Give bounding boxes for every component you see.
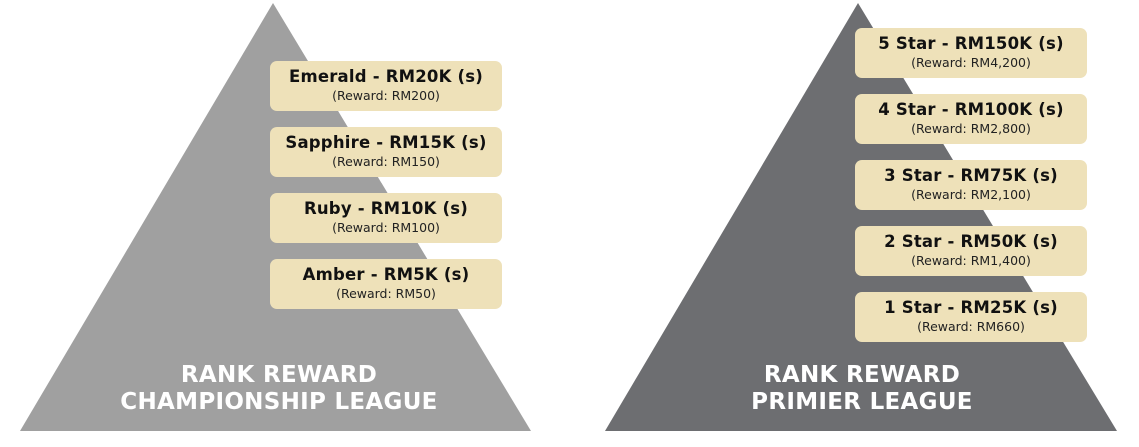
tier-sapphire: Sapphire - RM15K (s) (Reward: RM150) — [270, 127, 502, 177]
tier-4-star: 4 Star - RM100K (s) (Reward: RM2,800) — [855, 94, 1087, 144]
tier-reward: (Reward: RM150) — [332, 154, 440, 169]
tier-label: 4 Star - RM100K (s) — [878, 100, 1064, 119]
tier-reward: (Reward: RM200) — [332, 88, 440, 103]
tier-reward: (Reward: RM50) — [336, 286, 436, 301]
tier-label: Ruby - RM10K (s) — [303, 199, 469, 218]
tier-label: 2 Star - RM50K (s) — [884, 232, 1058, 251]
tier-reward: (Reward: RM100) — [332, 220, 440, 235]
tier-amber: Amber - RM5K (s) (Reward: RM50) — [270, 259, 502, 309]
tier-reward: (Reward: RM4,200) — [911, 55, 1031, 70]
championship-title: RANK REWARD CHAMPIONSHIP LEAGUE — [69, 362, 489, 416]
title-line2: PRIMIER LEAGUE — [751, 389, 973, 415]
tier-label: 3 Star - RM75K (s) — [884, 166, 1058, 185]
title-line2: CHAMPIONSHIP LEAGUE — [120, 389, 438, 415]
tier-label: 1 Star - RM25K (s) — [884, 298, 1058, 317]
tier-label: Emerald - RM20K (s) — [288, 67, 484, 86]
tier-ruby: Ruby - RM10K (s) (Reward: RM100) — [270, 193, 502, 243]
tier-3-star: 3 Star - RM75K (s) (Reward: RM2,100) — [855, 160, 1087, 210]
title-line1: RANK REWARD — [180, 362, 378, 388]
tier-2-star: 2 Star - RM50K (s) (Reward: RM1,400) — [855, 226, 1087, 276]
tier-emerald: Emerald - RM20K (s) (Reward: RM200) — [270, 61, 502, 111]
tier-reward: (Reward: RM1,400) — [911, 253, 1031, 268]
primier-title: RANK REWARD PRIMIER LEAGUE — [652, 362, 1072, 416]
tier-reward: (Reward: RM660) — [917, 319, 1025, 334]
tier-1-star: 1 Star - RM25K (s) (Reward: RM660) — [855, 292, 1087, 342]
tier-label: Amber - RM5K (s) — [302, 265, 470, 284]
tier-label: 5 Star - RM150K (s) — [878, 34, 1064, 53]
tier-5-star: 5 Star - RM150K (s) (Reward: RM4,200) — [855, 28, 1087, 78]
tier-reward: (Reward: RM2,800) — [911, 121, 1031, 136]
tier-reward: (Reward: RM2,100) — [911, 187, 1031, 202]
tier-label: Sapphire - RM15K (s) — [285, 133, 487, 152]
title-line1: RANK REWARD — [763, 362, 961, 388]
